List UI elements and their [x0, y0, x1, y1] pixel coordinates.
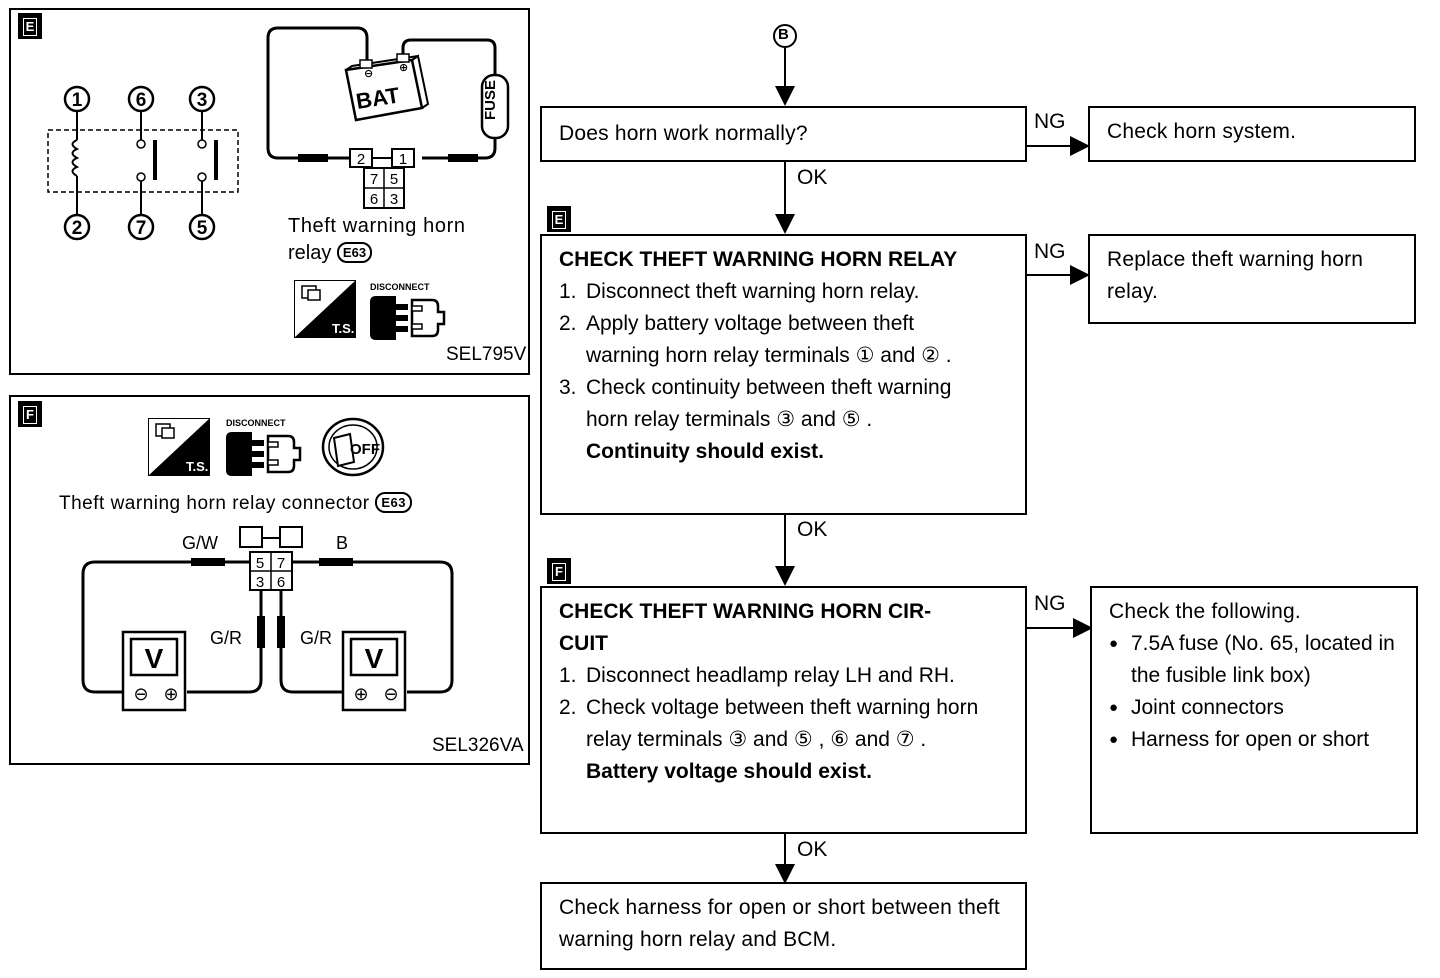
- disconnect-icon: [370, 296, 446, 340]
- ng-label-2: NG: [1034, 240, 1066, 263]
- step-e-box: CHECK THEFT WARNING HORN RELAY 1.Disconn…: [540, 234, 1027, 515]
- step-e-item: 1.Disconnect theft warning horn relay.: [559, 280, 920, 303]
- check-following-title: Check the following.: [1109, 600, 1301, 623]
- ok-label-2: OK: [797, 518, 828, 541]
- check-following-list: 7.5A fuse (No. 65, located in the fusibl…: [1109, 628, 1409, 756]
- svg-text:⊕: ⊕: [163, 684, 178, 704]
- disconnect-label: DISCONNECT: [370, 282, 430, 292]
- relay-terminal-diagram: 1 6 3 2 7 5: [47, 85, 239, 241]
- horn-check-box: Does horn work normally?: [540, 106, 1027, 162]
- horn-system-box: Check horn system.: [1088, 106, 1416, 162]
- svg-text:7: 7: [370, 171, 378, 188]
- svg-text:5: 5: [256, 555, 264, 572]
- svg-text:3: 3: [256, 574, 264, 591]
- step-e-list: 1.Disconnect theft warning horn relay. 2…: [559, 276, 979, 436]
- svg-text:T.S.: T.S.: [186, 459, 208, 474]
- svg-text:2: 2: [72, 218, 83, 239]
- svg-text:V: V: [365, 643, 384, 674]
- svg-text:⊖: ⊖: [383, 684, 398, 704]
- fuse-icon: FUSE: [480, 73, 510, 140]
- step-e-tag: E: [547, 206, 571, 232]
- disconnect-label-f: DISCONNECT: [226, 418, 286, 428]
- step-f-list: 1.Disconnect headlamp relay LH and RH. 2…: [559, 660, 1014, 756]
- figure-code-f: SEL326VA: [432, 735, 524, 756]
- voltage-test-circuit: 5 7 3 6 V ⊖ ⊕ V ⊕ ⊖: [81, 526, 454, 712]
- ok-label-3: OK: [797, 838, 828, 861]
- panel-e-tag: E: [18, 13, 42, 39]
- svg-text:⊕: ⊕: [353, 684, 368, 704]
- ok-label-1: OK: [797, 166, 828, 189]
- figure-code-e: SEL795V: [446, 344, 527, 365]
- svg-text:1: 1: [72, 90, 83, 111]
- svg-text:6: 6: [277, 574, 285, 591]
- terminal-top-1: 1: [63, 85, 91, 113]
- check-following-box: Check the following. 7.5A fuse (No. 65, …: [1090, 586, 1418, 834]
- horn-system-action: Check horn system.: [1107, 120, 1297, 143]
- ts-icon: T.S.: [294, 280, 356, 338]
- svg-text:2: 2: [357, 151, 365, 168]
- check-item-joint: Joint connectors: [1109, 692, 1409, 724]
- svg-text:⊖: ⊖: [364, 68, 373, 80]
- wire-label-gr-left: G/R: [210, 628, 243, 648]
- wire-label-b: B: [336, 533, 349, 553]
- svg-text:⊖: ⊖: [133, 684, 148, 704]
- svg-text:7: 7: [136, 218, 147, 239]
- replace-relay-box: Replace theft warning horn relay.: [1088, 234, 1416, 324]
- svg-text:OFF: OFF: [350, 441, 380, 458]
- ng-label-1: NG: [1034, 110, 1066, 133]
- check-item-harness: Harness for open or short: [1109, 724, 1409, 756]
- svg-text:V: V: [145, 643, 164, 674]
- connector-caption: Theft warning horn relay connector E63: [59, 492, 413, 515]
- connector-id-badge-f: E63: [375, 492, 413, 513]
- svg-text:FUSE: FUSE: [482, 80, 499, 120]
- wire-label-gr-right: G/R: [300, 628, 333, 648]
- final-box: Check harness for open or short between …: [540, 882, 1027, 970]
- step-e-result: Continuity should exist.: [586, 440, 825, 463]
- voltmeter-left: V ⊖ ⊕: [121, 630, 187, 712]
- battery-fuse-circuit: ⊖ ⊕ BAT FUSE 2 1 7 5 6 3: [266, 26, 510, 209]
- step-f-title-2: CUIT: [559, 632, 608, 655]
- svg-text:3: 3: [390, 191, 398, 208]
- svg-text:T.S.: T.S.: [332, 321, 354, 336]
- svg-text:5: 5: [390, 171, 398, 188]
- horn-check-question: Does horn work normally?: [559, 122, 808, 145]
- battery-icon: ⊖ ⊕ BAT: [344, 53, 430, 122]
- ignition-off-icon: OFF: [321, 417, 385, 477]
- svg-text:6: 6: [136, 90, 147, 111]
- relay-caption-line2: relay E63: [288, 242, 373, 265]
- relay-connector-e63: 2 1 7 5 6 3: [349, 148, 415, 209]
- step-e-title: CHECK THEFT WARNING HORN RELAY: [559, 248, 958, 271]
- step-f-title-1: CHECK THEFT WARNING HORN CIR-: [559, 600, 932, 623]
- final-action: Check harness for open or short between …: [559, 896, 1000, 951]
- svg-text:⊕: ⊕: [399, 62, 408, 74]
- check-item-fuse: 7.5A fuse (No. 65, located in the fusibl…: [1109, 628, 1409, 692]
- replace-relay-action: Replace theft warning horn relay.: [1107, 248, 1364, 303]
- svg-text:1: 1: [399, 151, 407, 168]
- connector-id-badge: E63: [336, 242, 373, 263]
- panel-f-tag: F: [18, 401, 42, 427]
- step-e-item: 2.Apply battery voltage between theft wa…: [559, 312, 952, 367]
- svg-text:6: 6: [370, 191, 378, 208]
- step-f-result: Battery voltage should exist.: [586, 760, 872, 783]
- step-f-tag: F: [547, 558, 571, 584]
- svg-text:5: 5: [197, 218, 208, 239]
- svg-text:3: 3: [197, 90, 208, 111]
- step-f-item: 1.Disconnect headlamp relay LH and RH.: [559, 664, 955, 687]
- entry-b-label: B: [778, 26, 789, 43]
- coil-symbol: [71, 139, 80, 177]
- wire-label-gw: G/W: [182, 533, 218, 553]
- svg-text:7: 7: [277, 555, 285, 572]
- ts-icon-f: T.S.: [148, 418, 210, 476]
- relay-caption-line1: Theft warning horn: [288, 215, 466, 237]
- step-f-box: CHECK THEFT WARNING HORN CIR- CUIT 1.Dis…: [540, 586, 1027, 834]
- voltmeter-right: V ⊕ ⊖: [341, 630, 407, 712]
- step-f-item: 2.Check voltage between theft warning ho…: [559, 696, 979, 751]
- disconnect-icon-f: [226, 432, 302, 476]
- ng-label-3: NG: [1034, 592, 1066, 615]
- step-e-item: 3.Check continuity between theft warning…: [559, 376, 952, 431]
